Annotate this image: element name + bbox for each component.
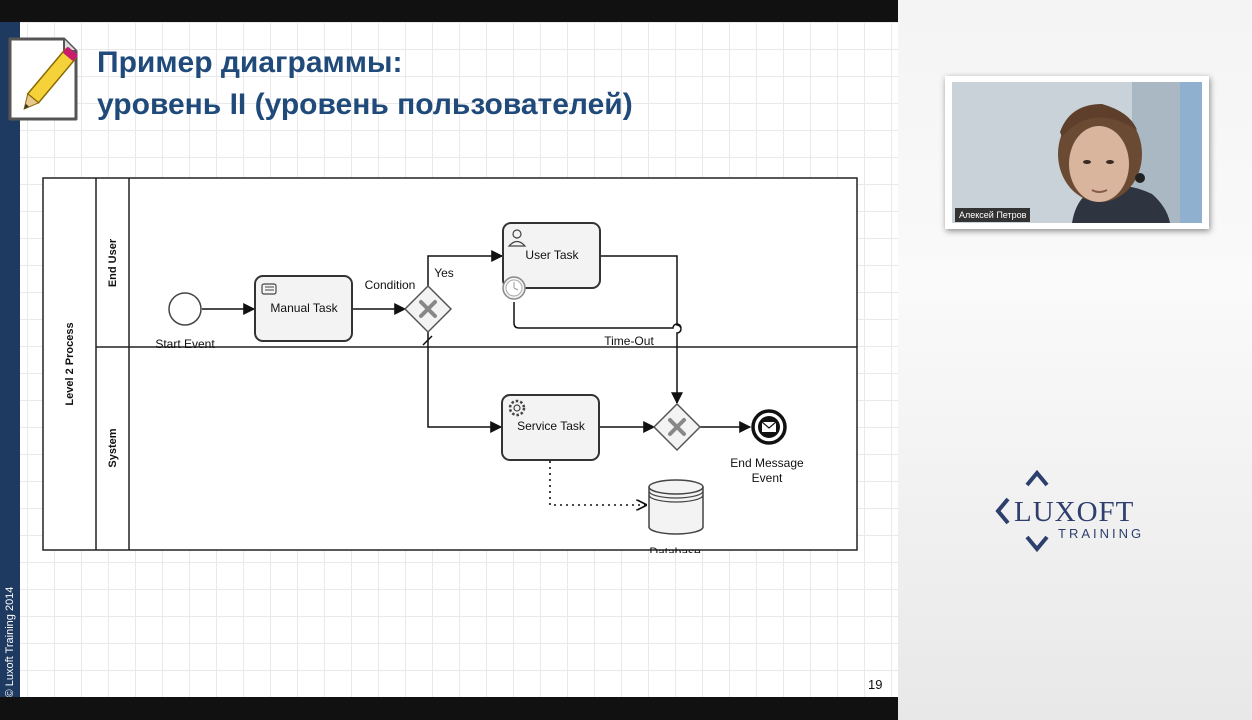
end-event-label-line2: Event — [752, 471, 783, 485]
slide: © Luxoft Training 2014 Пример диаграммы:… — [0, 22, 898, 697]
bottom-letterbox — [0, 697, 898, 720]
timer-boundary-icon — [502, 276, 526, 300]
start-event-label: Start Event — [155, 337, 215, 351]
service-task: Service Task — [501, 394, 600, 461]
bpmn-diagram: Level 2 Process End User System Start Ev… — [42, 177, 858, 553]
luxoft-training-logo: LUXOFT TRAINING — [995, 469, 1144, 553]
slide-side-strip — [0, 22, 20, 697]
end-event-label-line1: End Message — [730, 456, 804, 470]
slide-title: Пример диаграммы: уровень II (уровень по… — [97, 42, 633, 126]
webcam-window: Алексей Петров — [945, 76, 1209, 229]
envelope-icon — [761, 421, 777, 432]
lane-label-system: System — [107, 428, 119, 467]
copyright-text: © Luxoft Training 2014 — [4, 586, 16, 698]
flow-gateway-to-user-task — [427, 250, 504, 286]
lane-label-end-user: End User — [107, 238, 119, 287]
start-event — [168, 292, 202, 326]
logo-sub: TRAINING — [1058, 526, 1144, 541]
page-number: 19 — [868, 677, 883, 692]
hand-icon — [261, 283, 277, 295]
manual-task: Manual Task — [254, 275, 353, 342]
presenter-name-badge: Алексей Петров — [955, 208, 1031, 222]
user-icon — [507, 229, 527, 247]
flow-gateway-to-service-task — [427, 332, 503, 433]
manual-task-label: Manual Task — [270, 301, 338, 315]
exclusive-gateway — [403, 284, 453, 334]
database-icon — [648, 479, 704, 535]
top-letterbox — [0, 0, 898, 22]
user-task-label: User Task — [525, 248, 579, 262]
flow-timeout — [513, 302, 682, 329]
note-pencil-icon — [8, 37, 78, 121]
slide-title-line1: Пример диаграммы: — [97, 46, 403, 79]
condition-label: Condition — [365, 278, 416, 292]
logo-brand: LUXOFT — [1014, 496, 1134, 528]
timeout-label: Time-Out — [604, 334, 654, 348]
user-task: User Task — [502, 222, 601, 289]
service-task-label: Service Task — [517, 419, 586, 433]
gear-icon — [508, 399, 526, 417]
presenter-video — [952, 82, 1202, 223]
end-message-event — [751, 409, 787, 445]
flow-user-task-to-merge — [601, 255, 683, 405]
yes-label: Yes — [434, 266, 454, 280]
database-label: Database — [649, 545, 701, 553]
association-service-to-database — [549, 461, 646, 505]
merge-gateway — [652, 402, 702, 452]
default-flow-mark — [422, 335, 433, 346]
webcam-feed: Алексей Петров — [952, 82, 1202, 223]
slide-title-line2: уровень II (уровень пользователей) — [97, 88, 633, 121]
pool-border — [42, 177, 858, 551]
pool-label: Level 2 Process — [64, 322, 76, 405]
